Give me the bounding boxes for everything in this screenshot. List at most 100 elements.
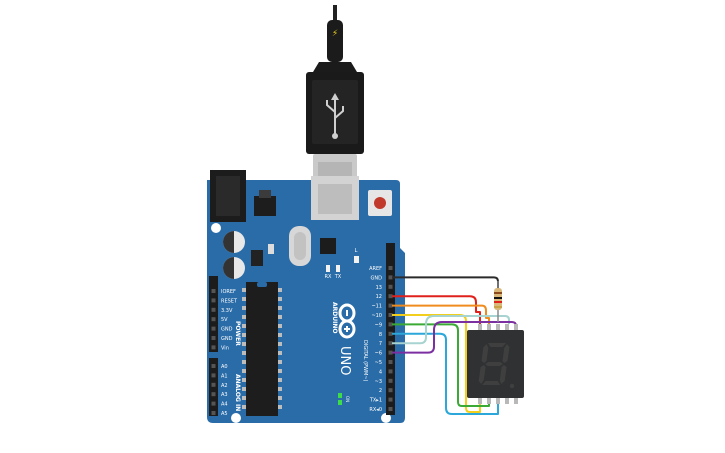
- digital-pin[interactable]: [388, 275, 393, 280]
- display-pin[interactable]: [496, 398, 500, 404]
- segment-g: [485, 362, 504, 366]
- chip-pin: [278, 351, 282, 355]
- analog-pin-label: A1: [221, 373, 228, 379]
- wire-pin6[interactable]: [392, 321, 517, 354]
- capacitor: [223, 231, 245, 253]
- power-header: [209, 276, 218, 352]
- power-pin-label: RESET: [221, 298, 238, 304]
- display-pin[interactable]: [505, 324, 509, 330]
- analog-pin[interactable]: [211, 411, 216, 415]
- display-pin[interactable]: [478, 398, 482, 404]
- analog-pin[interactable]: [211, 401, 216, 406]
- digital-pin[interactable]: [388, 294, 393, 299]
- power-pin[interactable]: [211, 307, 216, 312]
- tx-label: TX: [334, 274, 342, 280]
- chip-pin: [278, 360, 282, 364]
- digital-header-title: DIGITAL (PWM~): [362, 340, 368, 382]
- atmega-chip: [246, 282, 278, 416]
- power-pin-label: GND: [221, 336, 233, 342]
- chip-pin: [278, 288, 282, 292]
- digital-pin[interactable]: [388, 378, 393, 383]
- power-pin[interactable]: [211, 289, 216, 293]
- power-pin[interactable]: [211, 326, 216, 331]
- chip-pin: [278, 306, 282, 310]
- wire-pin9[interactable]: [392, 323, 490, 407]
- rx-label: RX: [325, 274, 332, 280]
- analog-pin-label: A0: [221, 364, 228, 370]
- wire-pin10[interactable]: [392, 314, 481, 413]
- analog-pin[interactable]: [211, 364, 216, 368]
- chip-pin: [278, 378, 282, 382]
- display-pin[interactable]: [505, 398, 509, 404]
- analog-pin[interactable]: [211, 382, 216, 387]
- chip-pin: [242, 405, 246, 409]
- digital-pin-label: GND: [371, 275, 383, 281]
- chip-pin: [242, 306, 246, 310]
- chip-pin: [278, 405, 282, 409]
- digital-pin[interactable]: [388, 350, 393, 355]
- chip-pin: [242, 369, 246, 373]
- segment-c: [499, 365, 507, 384]
- analog-pin-label: A2: [221, 383, 228, 389]
- digital-pin-label: 13: [376, 285, 382, 291]
- seven-segment-display[interactable]: [467, 324, 524, 404]
- chip-pin: [278, 297, 282, 301]
- power-pin[interactable]: [211, 345, 216, 350]
- wire-pin12[interactable]: [392, 295, 481, 324]
- digital-pin-label: 2: [379, 388, 382, 394]
- digital-pin-label: ~5: [375, 360, 382, 366]
- chip-pin: [242, 351, 246, 355]
- arduino-uno-board[interactable]: RX TX L ARDUINO UNO ON IOREFRESET3.3V5VG…: [207, 170, 405, 423]
- power-pin-label: GND: [221, 327, 233, 333]
- capacitor: [223, 257, 245, 279]
- chip-pin: [242, 297, 246, 301]
- digital-pin[interactable]: [388, 397, 393, 402]
- digital-pin[interactable]: [388, 369, 393, 374]
- power-pin-label: Vin: [221, 345, 229, 351]
- digital-pin-label: TX▸1: [369, 398, 382, 404]
- display-pin[interactable]: [487, 324, 491, 330]
- resistor[interactable]: [494, 281, 502, 322]
- digital-pin-label: RX◂0: [369, 407, 382, 413]
- mounting-hole: [211, 223, 221, 233]
- digital-pin[interactable]: [388, 331, 393, 336]
- digital-pin-label: AREF: [369, 266, 382, 272]
- display-pin[interactable]: [514, 398, 518, 404]
- digit-segments: [478, 343, 510, 385]
- digital-pin[interactable]: [388, 313, 393, 317]
- power-pin[interactable]: [211, 298, 216, 303]
- voltage-regulator: [254, 196, 276, 216]
- digital-pin[interactable]: [388, 322, 393, 327]
- wire-gnd-to-resistor[interactable]: [392, 276, 499, 288]
- digital-pin-label: ~3: [375, 379, 382, 385]
- analog-pin[interactable]: [211, 373, 216, 378]
- chip-pin: [242, 315, 246, 319]
- display-pin[interactable]: [487, 398, 491, 404]
- chip-pin: [242, 333, 246, 337]
- wire-pin7[interactable]: [392, 315, 510, 345]
- digital-pin[interactable]: [388, 360, 393, 364]
- digital-pin[interactable]: [388, 266, 393, 270]
- digital-pin[interactable]: [388, 407, 393, 411]
- analog-pin[interactable]: [211, 392, 216, 397]
- wire-pin8[interactable]: [392, 332, 499, 415]
- display-pin[interactable]: [496, 324, 500, 330]
- power-pin[interactable]: [211, 336, 216, 340]
- display-pin[interactable]: [514, 324, 518, 330]
- digital-pin[interactable]: [388, 284, 393, 289]
- digital-pin[interactable]: [388, 388, 393, 393]
- digital-pin[interactable]: [388, 341, 393, 346]
- display-pin[interactable]: [478, 324, 482, 330]
- chip-pin: [242, 342, 246, 346]
- chip-pins: [242, 288, 246, 409]
- rx-led: [326, 265, 330, 272]
- lightning-icon: ⚡: [332, 29, 338, 39]
- power-header-title: POWER: [234, 321, 241, 346]
- power-pin[interactable]: [211, 317, 216, 322]
- digital-pin[interactable]: [388, 303, 393, 308]
- brand-label: ARDUINO: [331, 302, 338, 333]
- chip-pin: [278, 315, 282, 319]
- analog-pin-label: A3: [221, 392, 228, 398]
- digital-pin-label: 7: [379, 341, 382, 347]
